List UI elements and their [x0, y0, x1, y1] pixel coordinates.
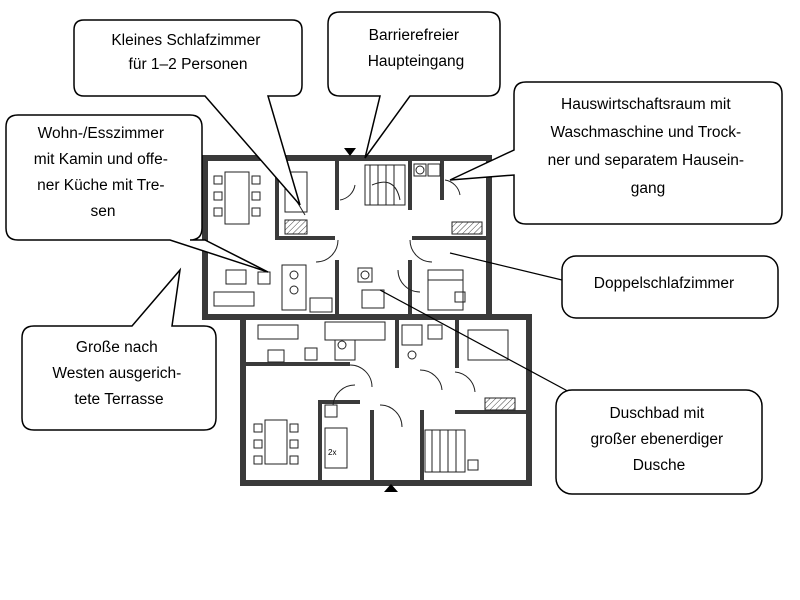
bed-double-bedroom [427, 269, 466, 311]
callout-text: Duschbad mit großer ebenerdiger Dusche [590, 405, 727, 474]
callout-text: Doppelschlafzimmer [594, 275, 734, 292]
wall [240, 314, 246, 484]
callout-terrasse: Große nach Westen ausgerich- tete Terras… [21, 267, 217, 431]
wall [245, 362, 350, 366]
callout-line: tete Terrasse [74, 391, 163, 408]
bed-size-label: 2x [328, 448, 336, 457]
wall [408, 160, 412, 210]
wall [335, 260, 339, 316]
callout-line: mit Kamin und offe- [34, 151, 168, 168]
wall [395, 318, 399, 368]
callout-line: Duschbad mit [609, 405, 704, 422]
wall [202, 155, 492, 161]
wall [486, 155, 492, 315]
bed-lower: 2x [324, 404, 348, 469]
doors [315, 179, 476, 428]
callout-duschbad: Duschbad mit großer ebenerdiger Dusche [555, 389, 763, 495]
callout-hauswirtschaftsraum: Hauswirtschaftsraum mit Waschmaschine un… [449, 81, 783, 225]
callout-wohn-esszimmer: Wohn-/Esszimmer mit Kamin und offe- ner … [5, 114, 269, 273]
wall [275, 236, 335, 240]
wall [275, 160, 279, 240]
wall [455, 410, 527, 414]
connector-doppelschlafzimmer [449, 252, 563, 281]
bathroom-lower [401, 324, 443, 360]
callout-line: Barrierefreier [369, 27, 459, 44]
bed-lower-right [467, 329, 516, 411]
wall [412, 236, 487, 240]
connector-duschbad [379, 289, 576, 396]
callout-connectors [379, 252, 576, 396]
callout-line: gang [631, 180, 665, 197]
kitchen-counter [281, 264, 333, 313]
callout-line: Doppelschlafzimmer [594, 275, 734, 292]
callout-line: Dusche [633, 457, 686, 474]
wall [455, 318, 459, 368]
callout-line: Große nach [76, 339, 158, 356]
entrance-arrow-top [344, 148, 356, 156]
wall [318, 400, 360, 404]
callout-kleines-schlafzimmer: Kleines Schlafzimmer für 1–2 Personen [73, 19, 303, 206]
dining-table [213, 171, 261, 225]
wall [526, 314, 532, 486]
callout-line: sen [91, 203, 116, 220]
callout-line: für 1–2 Personen [129, 56, 248, 73]
sofa-lower [257, 324, 318, 363]
utility-appliances [413, 163, 483, 235]
wall [318, 400, 322, 482]
callout-barrierefreier-eingang: Barrierefreier Haupteingang [327, 11, 501, 159]
callout-text: Hauswirtschaftsraum mit Waschmaschine un… [548, 96, 749, 197]
wall [420, 410, 424, 482]
callout-doppelschlafzimmer: Doppelschlafzimmer [561, 255, 779, 319]
callout-line: ner Küche mit Tre- [37, 177, 165, 194]
staircase-lower [424, 429, 479, 473]
callout-line: Haupteingang [368, 53, 465, 70]
entrance-arrow-bottom [384, 484, 398, 492]
callout-line: großer ebenerdiger [590, 431, 723, 448]
callout-text: Große nach Westen ausgerich- tete Terras… [52, 339, 185, 408]
wall [335, 160, 339, 210]
callout-line: Hauswirtschaftsraum mit [561, 96, 731, 113]
callout-text: Kleines Schlafzimmer für 1–2 Personen [111, 32, 264, 73]
callout-line: Waschmaschine und Trock- [551, 124, 742, 141]
callout-text: Barrierefreier Haupteingang [368, 27, 465, 70]
kitchen-lower [324, 321, 386, 361]
bathroom-upper [357, 267, 385, 309]
dining-table-lower [253, 419, 299, 465]
sofa [213, 269, 271, 307]
callout-line: Wohn-/Esszimmer [38, 125, 164, 142]
wall [440, 160, 444, 200]
callout-line: ner und separatem Hausein- [548, 152, 744, 169]
wall [202, 314, 532, 320]
wall [408, 260, 412, 316]
wall [202, 155, 208, 320]
callout-line: Kleines Schlafzimmer [111, 32, 260, 49]
staircase-upper [364, 164, 406, 206]
floor-plan: 2x [202, 148, 532, 492]
callout-text: Wohn-/Esszimmer mit Kamin und offe- ner … [34, 125, 172, 220]
wall [370, 410, 374, 482]
callout-line: Westen ausgerich- [52, 365, 181, 382]
wall [240, 480, 532, 486]
